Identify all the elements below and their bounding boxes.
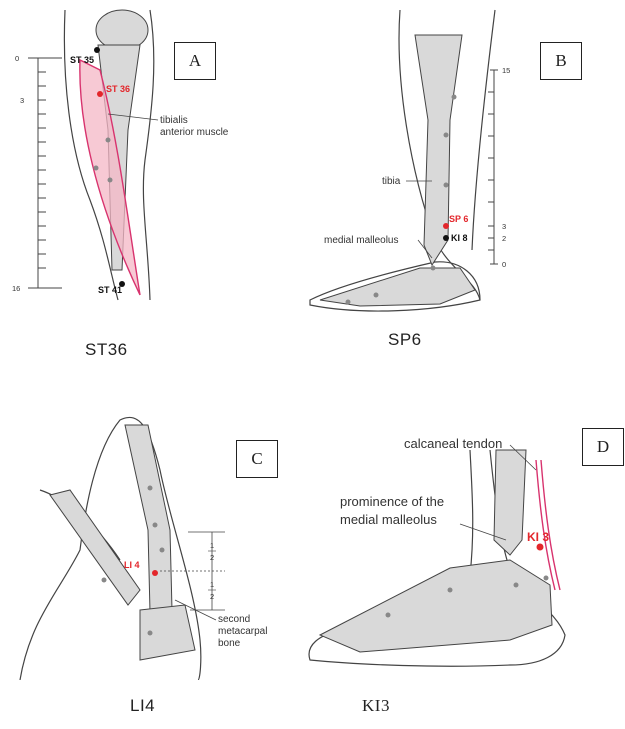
st36-dot xyxy=(97,91,103,97)
ki8-dot xyxy=(443,235,449,241)
ki3-label: KI 3 xyxy=(527,530,549,544)
scale-b-2: 2 xyxy=(502,234,506,243)
panel-a-letter: A xyxy=(174,42,216,80)
tibia-b-bone xyxy=(415,35,462,265)
panel-d-illustration: KI 3 calcaneal tendon prominence of the … xyxy=(300,390,625,690)
scale-a-bottom: 16 xyxy=(12,284,20,293)
panel-d-caption: KI3 xyxy=(362,696,390,716)
tibialis-label-line1: tibialis xyxy=(160,115,188,126)
tibialis-label-line2: anterior muscle xyxy=(160,127,229,138)
scale-a-top: 0 xyxy=(15,54,19,63)
panel-d-letter: D xyxy=(582,428,624,466)
panel-b-letter: B xyxy=(540,42,582,80)
malleolus-label: medial malleolus xyxy=(324,235,398,246)
ki8-label: KI 8 xyxy=(451,233,468,243)
fraction-bottom-den: 2 xyxy=(210,592,214,601)
li4-label: LI 4 xyxy=(124,560,140,570)
scale-b-3: 3 xyxy=(502,222,506,231)
panel-c: LI 4 1 2 1 2 second metacarpal bone C LI… xyxy=(0,390,300,729)
panel-a: 0 3 16 ST 35 ST 36 ST 41 tibialis anteri… xyxy=(0,0,300,380)
panel-c-caption: LI4 xyxy=(130,696,155,716)
sp6-label: SP 6 xyxy=(449,214,468,224)
panel-a-illustration: 0 3 16 ST 35 ST 36 ST 41 tibialis anteri… xyxy=(0,0,300,310)
panel-b: 15 3 2 0 SP 6 KI 8 tibia medial malleolu… xyxy=(300,0,625,380)
li4-dot xyxy=(152,570,158,576)
st35-dot xyxy=(94,47,100,53)
panel-a-caption: ST36 xyxy=(85,340,128,360)
metacarpal-label-line1: second xyxy=(218,614,250,625)
fraction-bottom-num: 1 xyxy=(210,580,214,589)
st36-label: ST 36 xyxy=(106,84,130,94)
panel-c-letter: C xyxy=(236,440,278,478)
thumb-bones xyxy=(50,490,140,605)
fraction-top-den: 2 xyxy=(210,553,214,562)
tibia-label: tibia xyxy=(382,176,401,187)
metacarpal-label-line2: metacarpal xyxy=(218,626,267,637)
patella xyxy=(96,10,148,50)
prominence-label-line1: prominence of the xyxy=(340,494,444,509)
panel-d: KI 3 calcaneal tendon prominence of the … xyxy=(300,390,625,729)
tibia-d-bone xyxy=(494,450,526,555)
fraction-top-num: 1 xyxy=(210,541,214,550)
foot-d-bones xyxy=(320,560,552,652)
calcaneal-tendon xyxy=(536,460,555,590)
metacarpal-label-line3: bone xyxy=(218,638,241,649)
st35-label: ST 35 xyxy=(70,55,94,65)
st41-label: ST 41 xyxy=(98,285,122,295)
ki3-dot xyxy=(537,544,544,551)
scale-b-top: 15 xyxy=(502,66,510,75)
scale-b-0: 0 xyxy=(502,260,506,269)
panel-b-caption: SP6 xyxy=(388,330,422,350)
panel-c-illustration: LI 4 1 2 1 2 second metacarpal bone xyxy=(0,390,300,680)
prominence-label-line2: medial malleolus xyxy=(340,512,437,527)
metacarpal-label: second metacarpal bone xyxy=(218,614,270,649)
scale-a-mid: 3 xyxy=(20,96,24,105)
prominence-label: prominence of the medial malleolus xyxy=(340,494,448,527)
tendon-label: calcaneal tendon xyxy=(404,436,502,451)
tibialis-label: tibialis anterior muscle xyxy=(160,115,229,138)
